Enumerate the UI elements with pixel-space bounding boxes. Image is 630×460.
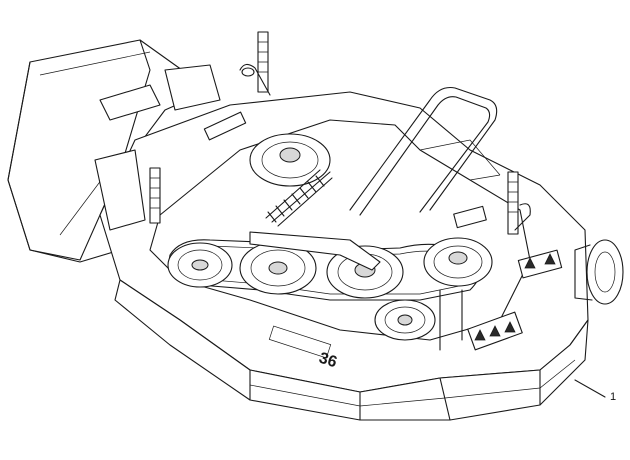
lift-handle	[349, 86, 498, 211]
left-bracket	[94, 149, 146, 231]
upper-pulley	[249, 133, 331, 187]
spindle-pulley-right	[326, 245, 436, 341]
tension-spring	[265, 169, 333, 227]
height-adjust-pin-right	[507, 171, 531, 235]
deck-wheel	[574, 239, 624, 305]
spindle-pulley-left	[167, 242, 233, 288]
callout-leader-line	[574, 379, 606, 398]
deck-marking: 36	[317, 350, 339, 372]
height-adjust-pin-left	[239, 31, 271, 96]
idler-arm	[249, 231, 381, 271]
warning-decals	[203, 111, 563, 351]
idler-pulley	[423, 237, 493, 351]
callout-label: 1	[610, 391, 617, 403]
height-adjust-pin-front	[149, 167, 161, 224]
